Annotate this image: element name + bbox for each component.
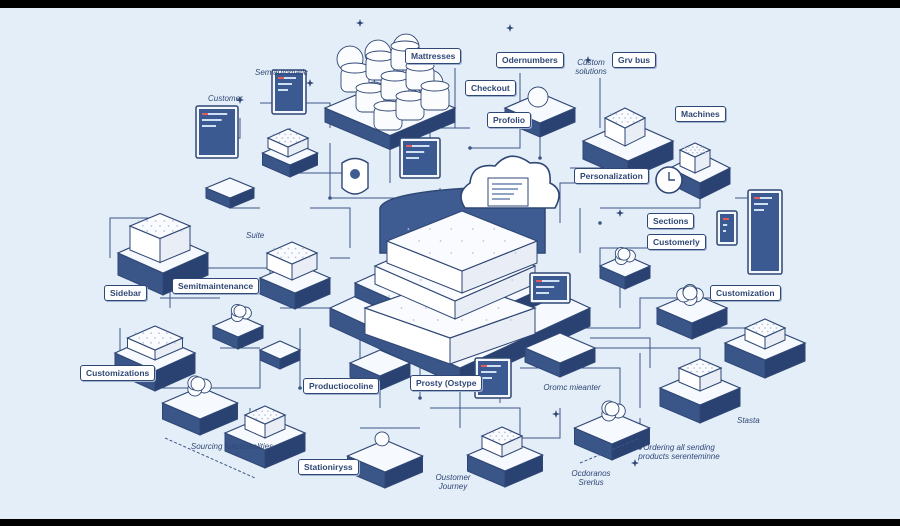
station-sidebar-rolls <box>230 303 252 323</box>
cloud-icon <box>460 155 560 209</box>
label-sourcing: Sourcing functionalities <box>190 442 274 451</box>
monitor-central-right <box>529 272 571 304</box>
bottom-arrows <box>164 437 641 479</box>
monitor-semiautomatic <box>271 69 307 115</box>
connector-line-12 <box>559 182 610 223</box>
label-grv-bus: Grv bus <box>612 52 657 68</box>
shield-icon <box>341 157 369 195</box>
label-customer-journey: Oustomer Journey <box>435 473 471 491</box>
label-personalization: Personalization <box>574 168 649 184</box>
connector-line-35 <box>310 207 351 248</box>
label-profolio: Profolio <box>487 112 532 128</box>
station-sections-rolls <box>614 246 636 266</box>
connector-dot-7 <box>418 396 422 400</box>
connector-line-7 <box>470 73 521 149</box>
sparkle-0 <box>356 19 364 27</box>
station-machines-stack <box>678 142 712 174</box>
label-customer: Customer <box>208 94 243 103</box>
station-stationery-roll <box>374 431 390 447</box>
connector-line-41 <box>590 337 651 368</box>
station-customizations-slab <box>125 325 185 361</box>
station-ordering-rolls <box>601 400 626 422</box>
station-suite-slab <box>265 241 319 281</box>
station-sections <box>598 254 652 290</box>
station-machines-right-slab <box>743 318 787 350</box>
connector-dot-1 <box>328 196 332 200</box>
phone-panel-right <box>747 189 783 275</box>
label-mattresses: Mattresses <box>405 48 462 64</box>
station-left-mattresses <box>128 212 192 264</box>
sparkle-2 <box>584 56 592 64</box>
station-ordernumbers-rolls <box>527 86 549 108</box>
bottom-arrow-right <box>579 437 641 464</box>
tablet-panel-right <box>716 210 738 246</box>
station-sidebar-small <box>211 314 265 350</box>
connector-line-45 <box>109 217 150 258</box>
label-ordering-notes: Ordering all sending products serentemin… <box>638 443 720 461</box>
connector-line-44 <box>520 408 561 439</box>
sparkle-icons <box>236 19 639 467</box>
label-sidebar: Sidebar <box>104 285 148 301</box>
mattress-rolls-top <box>340 40 450 131</box>
label-status: Stasta <box>737 416 760 425</box>
sparkle-4 <box>552 410 560 418</box>
label-stationery: Stationiryss <box>298 459 359 475</box>
station-production <box>160 386 240 436</box>
station-orders <box>523 332 597 378</box>
label-prosty: Prosty (Ostype <box>410 375 483 391</box>
isometric-diagram <box>109 19 807 489</box>
station-sourcing-slab <box>243 405 287 439</box>
diagram-canvas: Mattresses Odernumbers Custom solutions … <box>0 8 900 519</box>
label-sections: Sections <box>647 213 695 229</box>
station-status-slab <box>677 358 723 392</box>
label-orders-trade: Ocdoranos Srerlus <box>571 469 611 487</box>
label-machines: Machines <box>675 106 726 122</box>
station-production-rolls <box>187 375 212 397</box>
connector-dot-2 <box>538 156 542 160</box>
monitor-checkout <box>399 137 441 179</box>
clock-icon <box>655 166 683 194</box>
station-stationery <box>345 439 425 489</box>
monitor-customer <box>195 105 239 159</box>
label-custom-solutions: Custom solutions <box>575 58 607 76</box>
bottom-arrow-left <box>164 437 256 479</box>
label-semiautomatic: Semiautomatic <box>255 68 308 77</box>
connector-line-31 <box>430 407 521 438</box>
sparkle-6 <box>631 459 639 467</box>
station-semiautomatic-slab <box>266 128 310 158</box>
connector-dot-6 <box>298 386 302 390</box>
connector-dot-4 <box>598 221 602 225</box>
monitor-orders-bottom <box>474 357 512 399</box>
sparkle-1 <box>306 79 314 87</box>
station-ordering <box>572 411 652 461</box>
label-orders-notes: Oromc mieanter <box>543 383 601 392</box>
station-customization-rolls <box>676 284 704 306</box>
sparkle-5 <box>616 209 624 217</box>
connector-dot-3 <box>468 146 472 150</box>
label-customerly: Customerly <box>647 234 706 250</box>
station-small-node <box>258 340 302 370</box>
label-production: Productiocoline <box>303 378 380 394</box>
label-customization: Customization <box>710 285 781 301</box>
label-ordernumbers: Odernumbers <box>496 52 564 68</box>
label-checkout: Checkout <box>465 80 516 96</box>
sparkle-3 <box>236 96 244 104</box>
central-bed-mattress <box>385 210 539 294</box>
station-customer-journey-slab <box>480 426 524 458</box>
station-customer <box>204 177 256 209</box>
label-semi-maintenance: Semitmaintenance <box>172 278 260 294</box>
label-suite: Suite <box>246 231 265 240</box>
station-customization-right <box>655 292 729 340</box>
label-customizations: Customizations <box>80 365 156 381</box>
sparkle-7 <box>506 24 514 32</box>
station-prosty <box>348 349 412 391</box>
station-grv-bus-stack <box>603 107 647 147</box>
